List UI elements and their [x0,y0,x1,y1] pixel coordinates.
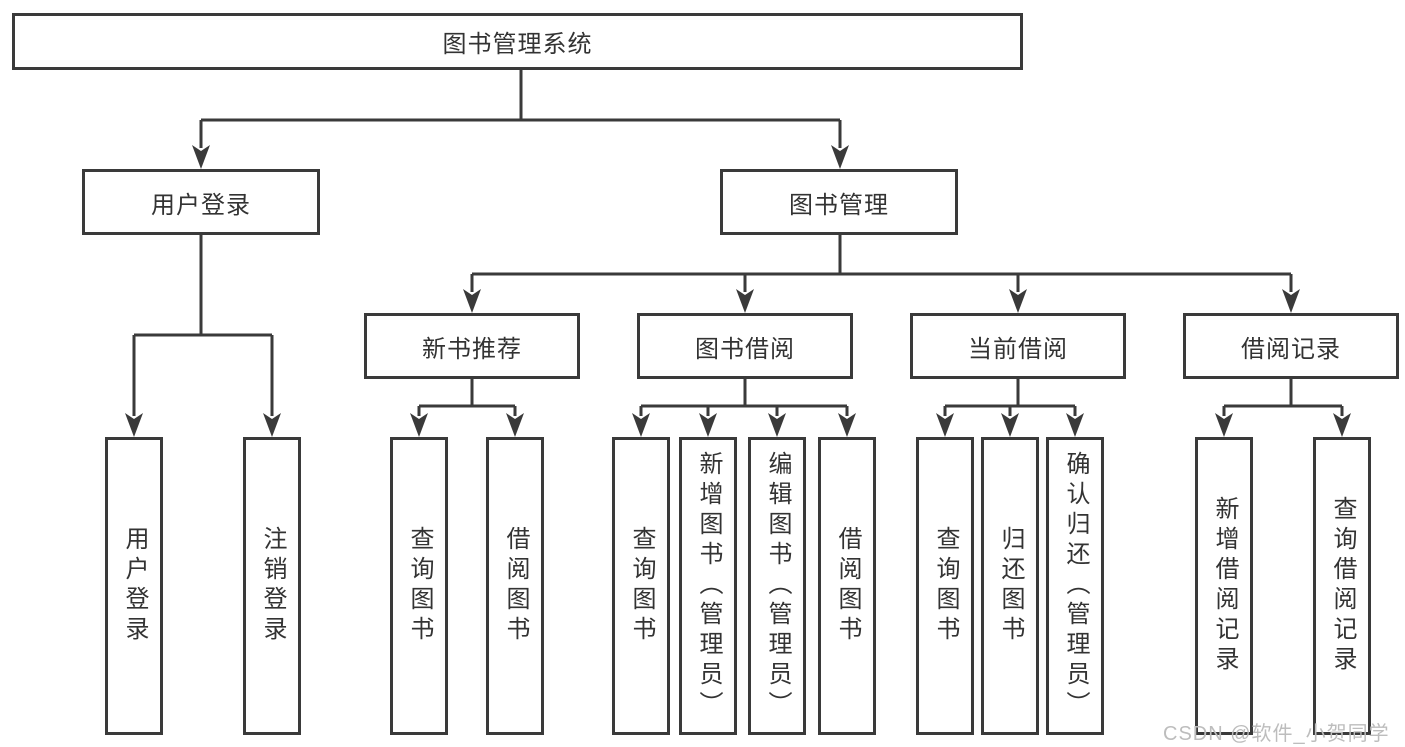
node-library-management-system: 图书管理系统 [12,13,1023,70]
leaf-add-borrow-record: 新增借阅记录 [1195,437,1253,735]
leaf-borrow-books: 借阅图书 [818,437,876,735]
leaf-query-books-current: 查询图书 [916,437,974,735]
node-label: 新书推荐 [422,335,522,363]
arrow-down-icon [263,413,281,437]
leaf-edit-books-admin: 编辑图书（管理员） [748,437,806,735]
node-label: 借阅记录 [1241,335,1341,363]
node-user-login: 用户登录 [82,169,320,235]
leaf-label: 编辑图书（管理员） [764,451,791,721]
node-new-book-recommendation: 新书推荐 [364,313,580,379]
leaf-label: 借阅图书 [502,526,529,646]
leaf-query-books-borrow: 查询图书 [612,437,670,735]
arrow-down-icon [1282,289,1300,313]
leaf-query-books-recommend: 查询图书 [390,437,448,735]
arrow-down-icon [838,413,856,437]
leaf-label: 查询图书 [932,526,959,646]
node-label: 用户登录 [151,191,251,219]
leaf-label: 查询图书 [628,526,655,646]
arrow-down-icon [632,413,650,437]
tree-edges [132,69,1344,416]
csdn-watermark: CSDN @软件_小贺同学 [1163,723,1390,745]
node-label: 图书管理系统 [442,31,593,58]
leaf-label: 注销登录 [259,526,286,646]
arrow-down-icon [1001,413,1019,437]
leaf-label: 用户登录 [121,526,148,646]
leaf-logout: 注销登录 [243,437,301,735]
leaf-label: 借阅图书 [834,526,861,646]
node-label: 当前借阅 [968,335,1068,363]
arrow-down-icon [699,413,717,437]
leaf-label: 新增借阅记录 [1211,496,1238,676]
leaf-user-login: 用户登录 [105,437,163,735]
arrow-down-icon [1215,413,1233,437]
arrow-down-icon [463,289,481,313]
leaf-label: 确认归还（管理员） [1062,451,1089,721]
leaf-query-borrow-record: 查询借阅记录 [1313,437,1371,735]
arrow-down-icon [936,413,954,437]
arrow-down-icon [192,145,210,169]
leaf-confirm-return-admin: 确认归还（管理员） [1046,437,1104,735]
arrow-down-icon [768,413,786,437]
arrow-down-icon [125,413,143,437]
node-book-borrowing: 图书借阅 [637,313,853,379]
node-book-management: 图书管理 [720,169,958,235]
node-borrow-records: 借阅记录 [1183,313,1399,379]
leaf-label: 查询图书 [406,526,433,646]
leaf-return-books: 归还图书 [981,437,1039,735]
leaf-label: 归还图书 [997,526,1024,646]
node-label: 图书管理 [789,191,889,219]
arrow-down-icon [1009,289,1027,313]
node-label: 图书借阅 [695,335,795,363]
leaf-label: 查询借阅记录 [1329,496,1356,676]
leaf-add-books-admin: 新增图书（管理员） [679,437,737,735]
node-current-borrowing: 当前借阅 [910,313,1126,379]
arrow-down-icon [1066,413,1084,437]
arrow-down-icon [506,413,524,437]
arrowheads [125,145,1351,437]
arrow-down-icon [410,413,428,437]
arrow-down-icon [1333,413,1351,437]
arrow-down-icon [736,289,754,313]
leaf-borrow-books-recommend: 借阅图书 [486,437,544,735]
leaf-label: 新增图书（管理员） [695,451,722,721]
arrow-down-icon [831,145,849,169]
